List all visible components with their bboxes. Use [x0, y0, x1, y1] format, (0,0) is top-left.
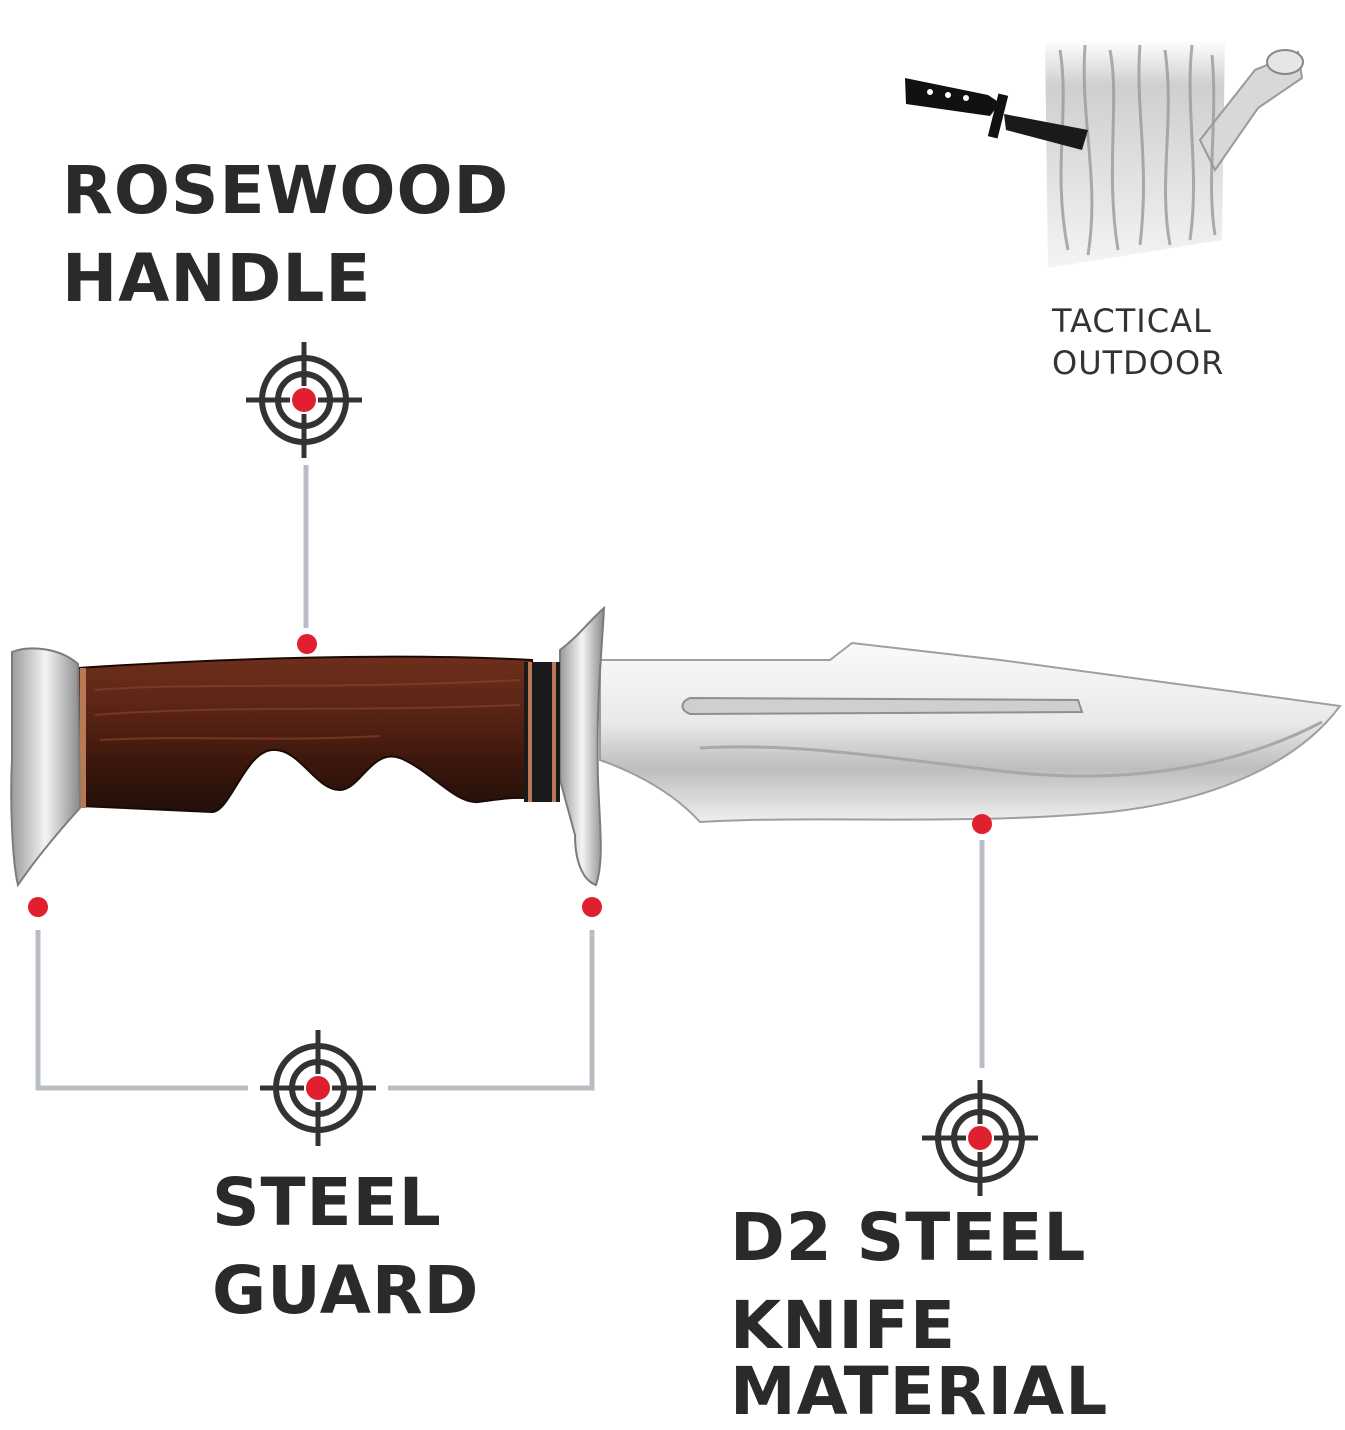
rosewood-handle-label-line1: ROSEWOOD	[62, 152, 510, 229]
rosewood-handle	[76, 655, 560, 814]
rosewood-handle-label: ROSEWOOD HANDLE	[62, 158, 509, 312]
tactical-outdoor-label: TACTICAL OUTDOOR	[1052, 305, 1224, 379]
rosewood-handle-label-line2: HANDLE	[62, 240, 372, 317]
tactical-outdoor-label-line1: TACTICAL	[1052, 302, 1212, 340]
steel-guard-label-line2: GUARD	[212, 1252, 480, 1329]
target-icon	[246, 342, 362, 458]
steel-guard	[559, 605, 606, 887]
knife-material-label-line1: D2 STEEL	[730, 1199, 1087, 1276]
knife-tree-icon	[905, 40, 1304, 268]
knife-blade	[599, 641, 1342, 824]
tactical-outdoor-label-line2: OUTDOOR	[1052, 344, 1225, 382]
steel-guard-label: STEEL GUARD	[212, 1170, 479, 1324]
target-icon	[922, 1080, 1038, 1196]
knife-material-label-line2: KNIFE MATERIAL	[730, 1287, 1109, 1430]
knife-material-label: D2 STEEL KNIFE MATERIAL	[730, 1205, 1345, 1425]
red-dots	[28, 634, 992, 917]
connector-lines	[35, 465, 985, 1091]
steel-guard-label-line1: STEEL	[212, 1164, 442, 1241]
target-icon	[260, 1030, 376, 1146]
pommel	[10, 647, 82, 888]
illustration	[10, 40, 1342, 1196]
